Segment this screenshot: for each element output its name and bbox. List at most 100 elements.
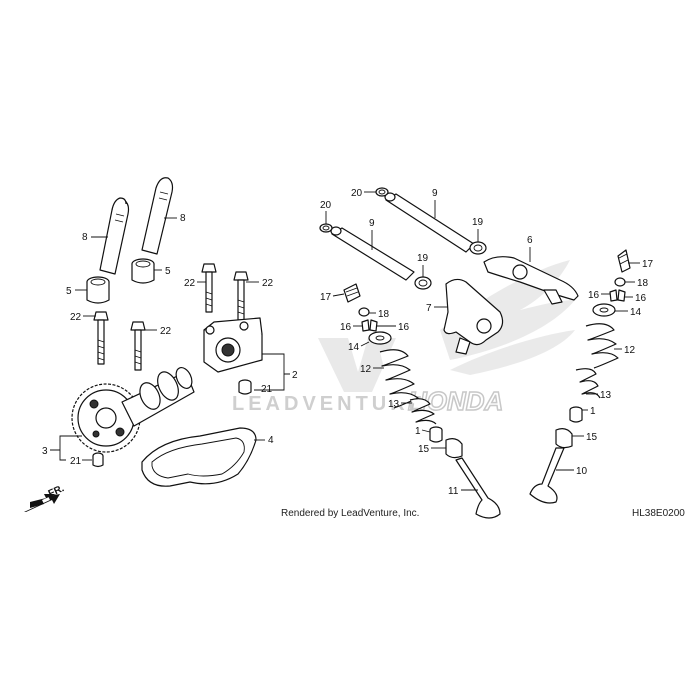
callout-2: 2 <box>254 353 298 391</box>
callout-label: 14 <box>348 342 360 353</box>
dowel-pin-sprocket <box>92 452 104 468</box>
callout-14a: 14 <box>348 341 370 353</box>
callout-12b: 12 <box>614 345 636 356</box>
valve-exhaust-11 <box>455 457 501 519</box>
callout-16c: 16 <box>588 290 610 301</box>
callout-label: 22 <box>262 278 274 289</box>
valve-intake-10 <box>529 447 565 504</box>
callout-label: 10 <box>576 466 588 477</box>
callout-label: 12 <box>360 364 372 375</box>
callout-3: 3 <box>42 435 82 461</box>
callout-15b: 15 <box>572 432 598 443</box>
push-rod-left <box>99 197 130 275</box>
retainer-left <box>368 331 392 345</box>
callout-label: 16 <box>398 322 410 333</box>
callout-label: 3 <box>42 446 48 457</box>
callout-22d: 22 <box>246 278 274 289</box>
callout-6: 6 <box>527 235 533 262</box>
callout-19b: 19 <box>417 253 429 277</box>
callout-16b: 16 <box>377 322 410 333</box>
watermark-text: LEADVENTURE <box>232 393 426 415</box>
seal-19-lower <box>414 276 432 290</box>
o-ring-20-upper <box>375 187 389 197</box>
callout-label: 1 <box>415 426 421 437</box>
rocker-shaft-lower <box>330 226 415 281</box>
callout-label: 6 <box>527 235 533 246</box>
callout-label: 14 <box>630 307 642 318</box>
callout-label: 8 <box>82 232 88 243</box>
callout-label: 5 <box>165 266 171 277</box>
callout-22b: 22 <box>145 326 172 337</box>
lock-nut-left <box>358 307 370 317</box>
callout-16d: 16 <box>625 293 647 304</box>
cotter-right <box>609 289 626 302</box>
spring-outer-left <box>379 349 419 409</box>
callout-20b: 20 <box>320 200 332 224</box>
callout-label: 22 <box>70 312 82 323</box>
callout-label: 7 <box>426 303 432 314</box>
spring-seat-left <box>429 426 443 443</box>
callout-label: 20 <box>320 200 332 211</box>
callout-label: 16 <box>635 293 647 304</box>
bolt-left-1 <box>93 311 109 365</box>
callout-label: 9 <box>369 218 375 229</box>
front-direction-label: FR. <box>47 483 66 500</box>
callout-label: 15 <box>418 444 430 455</box>
rendered-by-text: Rendered by LeadVenture, Inc. <box>281 508 419 519</box>
callout-20a: 20 <box>351 188 376 199</box>
diagram-id: HL38E0200 <box>632 508 685 519</box>
callout-4: 4 <box>254 435 274 446</box>
callout-label: 21 <box>70 456 82 467</box>
callout-label: 12 <box>624 345 636 356</box>
callout-label: 20 <box>351 188 363 199</box>
callout-1b: 1 <box>582 406 596 417</box>
callout-17a: 17 <box>320 292 345 303</box>
lock-nut-right <box>614 277 626 287</box>
callout-label: 9 <box>432 188 438 199</box>
adjuster-screw-right <box>617 249 631 273</box>
callout-21a: 21 <box>261 384 273 395</box>
dowel-pin-holder <box>238 379 252 395</box>
callout-16a: 16 <box>340 322 362 333</box>
callout-9a: 9 <box>432 188 438 218</box>
callout-9b: 9 <box>369 218 375 250</box>
spring-outer-right <box>585 323 619 369</box>
callout-label: 21 <box>261 384 273 395</box>
callout-17b: 17 <box>628 259 654 270</box>
front-direction-arrow <box>24 494 60 512</box>
bolt-holder-2 <box>233 271 249 321</box>
callout-label: 16 <box>340 322 352 333</box>
callout-label: 16 <box>588 290 600 301</box>
push-rod-right <box>141 177 174 255</box>
callout-label: 4 <box>268 435 274 446</box>
adjuster-screw-left <box>343 283 361 303</box>
callout-10: 10 <box>556 466 588 477</box>
callout-8b: 8 <box>164 213 186 224</box>
cover-gasket <box>141 427 257 487</box>
callout-label: 8 <box>180 213 186 224</box>
spring-seat-right <box>569 406 583 423</box>
callout-label: 2 <box>292 370 298 381</box>
callout-18b: 18 <box>625 278 649 289</box>
callout-label: 18 <box>378 309 390 320</box>
seal-19-upper <box>469 241 487 255</box>
rocker-arm-6 <box>483 256 579 305</box>
o-ring-20-lower <box>319 223 333 233</box>
callout-label: 19 <box>417 253 429 264</box>
callout-21b: 21 <box>70 456 92 467</box>
bolt-holder-1 <box>201 263 217 313</box>
callout-22a: 22 <box>70 312 96 323</box>
callout-label: 22 <box>184 278 196 289</box>
rocker-arm-7 <box>443 278 504 355</box>
callout-label: 13 <box>600 390 612 401</box>
retainer-right <box>592 303 616 317</box>
callout-label: 15 <box>586 432 598 443</box>
callout-13b: 13 <box>586 390 612 401</box>
callout-1a: 1 <box>415 426 431 437</box>
callout-5b: 5 <box>154 266 171 277</box>
cotter-left <box>361 319 378 332</box>
spring-inner-right <box>575 368 601 399</box>
callout-label: 18 <box>637 278 649 289</box>
callout-18a: 18 <box>369 309 390 320</box>
tappet-right <box>131 258 155 284</box>
